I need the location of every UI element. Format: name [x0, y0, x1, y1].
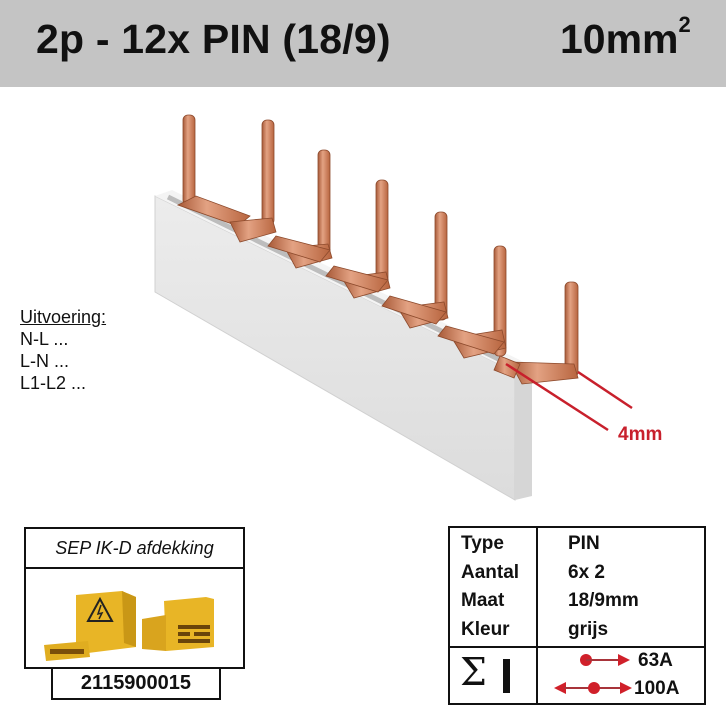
spec-value: 18/9mm [568, 590, 639, 611]
article-number: 2115900015 [51, 667, 221, 700]
title-banner: 2p - 12x PIN (18/9) 10mm2 [0, 0, 726, 87]
spec-value: PIN [568, 533, 600, 554]
spec-label: Maat [461, 590, 505, 611]
current-i-symbol [503, 659, 510, 693]
sigma-icon: Σ [460, 650, 487, 694]
end-cover-image [44, 591, 214, 661]
copper-pins [176, 114, 579, 385]
current-rating-center: 100A [634, 678, 680, 699]
spec-value: grijs [568, 618, 609, 640]
spec-value: 6x 2 [568, 561, 605, 583]
product-title: 2p - 12x PIN (18/9) [36, 16, 391, 62]
column-divider [536, 528, 538, 703]
row-divider [450, 646, 704, 648]
spec-label: Type [461, 533, 504, 554]
spec-label: Aantal [461, 561, 520, 583]
spec-values: PIN 6x 2 18/9mm grijs [568, 530, 639, 644]
cross-section-exponent: 2 [678, 12, 691, 37]
variants-list: Uitvoering: N-L ... L-N ... L1-L2 ... [20, 306, 106, 394]
variants-heading: Uitvoering: [20, 307, 107, 327]
single-feed-arrow-icon [580, 654, 630, 666]
center-feed-arrow-icon [554, 682, 632, 694]
cross-section-value: 10mm [560, 16, 679, 62]
spec-label: Kleur [461, 618, 510, 640]
variant-item: L-N ... [20, 351, 70, 371]
accessory-caption: SEP IK-D afdekking [26, 529, 243, 569]
accessory-box: SEP IK-D afdekking [24, 527, 245, 669]
variant-item: L1-L2 ... [20, 373, 87, 393]
dimension-label: 4mm [618, 424, 663, 445]
variant-item: N-L ... [20, 329, 69, 349]
spec-labels: Type Aantal Maat Kleur [461, 530, 519, 644]
cross-section: 10mm2 [560, 12, 691, 63]
current-rating-single: 63A [638, 650, 673, 671]
spec-table: Type Aantal Maat Kleur PIN 6x 2 18/9mm g… [448, 526, 706, 705]
